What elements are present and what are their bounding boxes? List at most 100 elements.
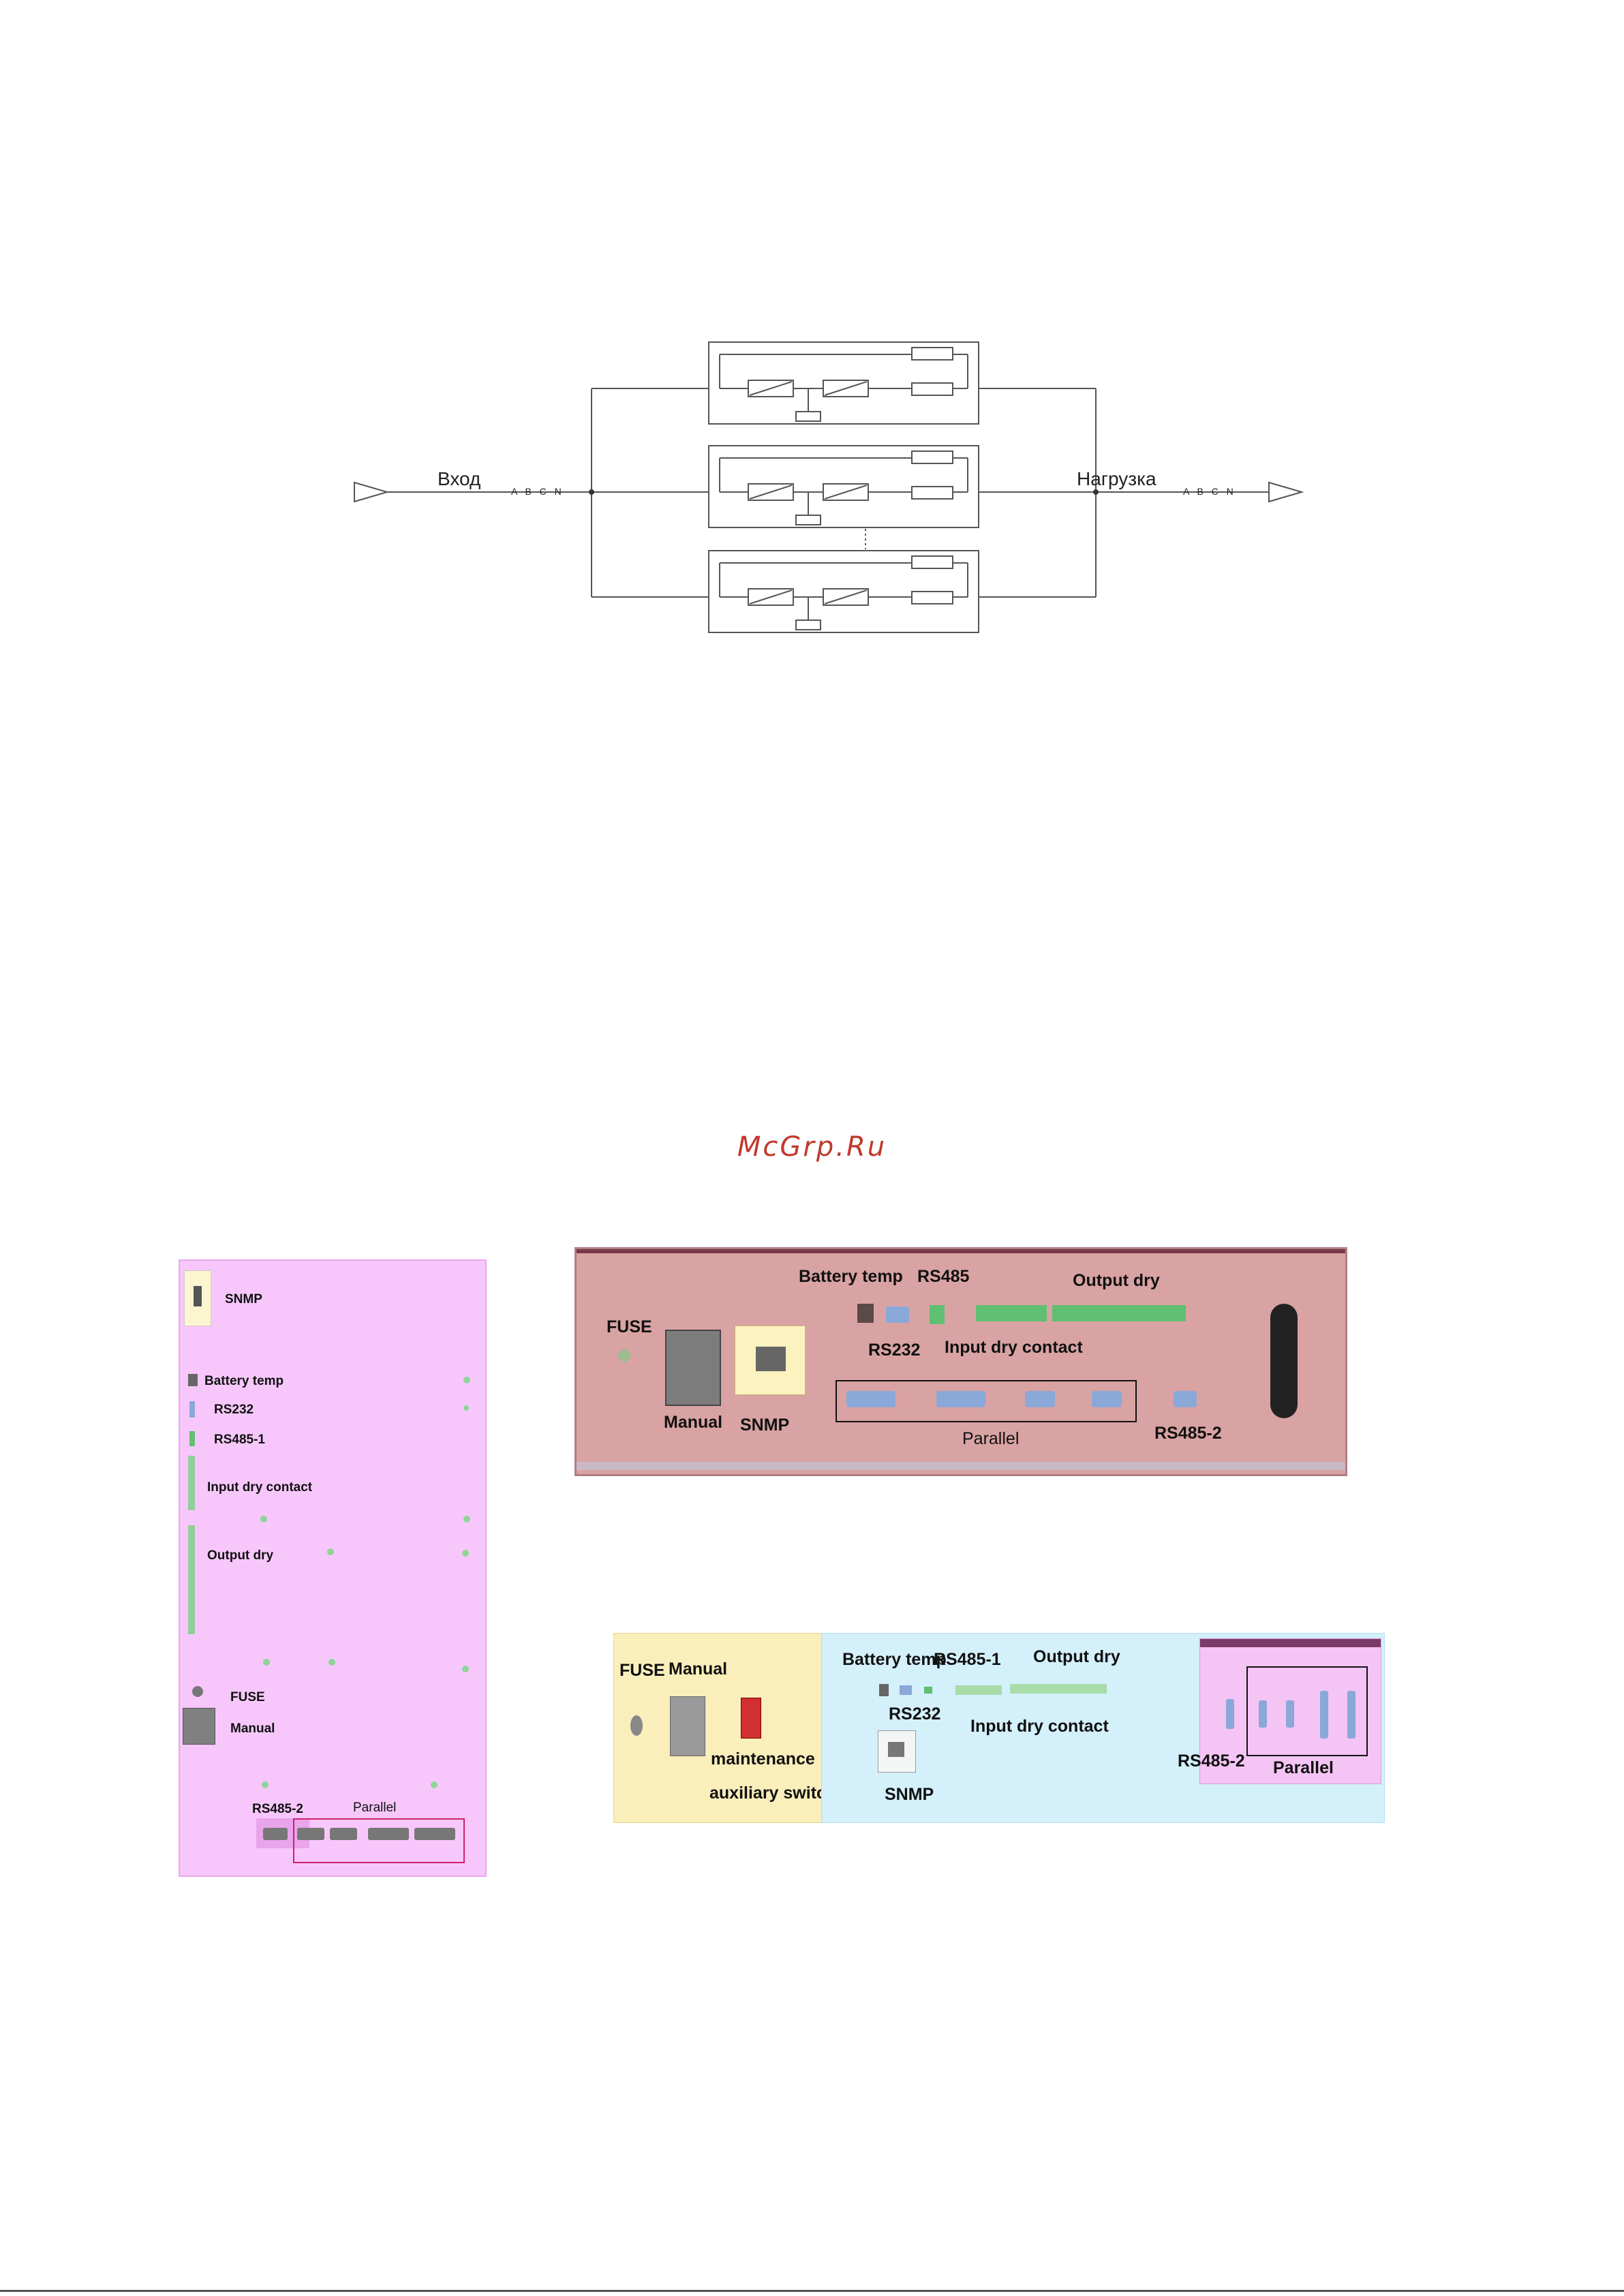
left-label-rs232: RS232 [214,1403,254,1417]
parallel-system-diagram: Вход A B C N Нагрузка A B C N [354,341,1304,633]
fuse-holder [192,1686,203,1697]
bottom-label-parallel: Parallel [1273,1758,1334,1777]
rs485-1-port [924,1687,932,1694]
tr-label-manual: Manual [664,1413,723,1432]
output-dry-terminal [188,1525,195,1634]
diagram-input-label: Вход [438,468,480,489]
panel-dot [327,1548,334,1555]
battery-temp-port [857,1304,874,1323]
left-label-rs485-1: RS485-1 [214,1433,265,1447]
bottom-trim [577,1462,1345,1470]
parallel-ports-box [836,1380,1137,1422]
rs485-1-port [189,1431,195,1446]
panel-dot [463,1516,470,1522]
input-arrow-icon [354,481,390,503]
rs232-port [900,1685,912,1695]
panel-dot [260,1516,267,1522]
parallel-port-1 [846,1391,895,1407]
left-label-fuse: FUSE [230,1690,265,1704]
bottom-panel-left-section: FUSE Manual maintenance auxiliary switch [613,1633,836,1823]
left-label-input-dry-contact: Input dry contact [207,1480,313,1495]
diagram-input-phases: A B C N [511,486,564,497]
fuse-holder [630,1715,643,1736]
watermark: McGrp.Ru [737,1131,887,1163]
maintenance-switch [741,1698,761,1739]
left-label-output-dry: Output dry [207,1548,274,1563]
panel-dot [263,1659,270,1666]
bottom-label-input-dry-contact: Input dry contact [970,1717,1109,1736]
page-bottom-rule [0,2290,1624,2292]
tr-label-output-dry: Output dry [1073,1271,1160,1290]
panel-dot [328,1659,335,1666]
panel-dot [262,1781,269,1788]
parallel-port-1 [1259,1700,1267,1728]
rear-panel-horizontal-2: FUSE Manual maintenance auxiliary switch… [613,1633,1385,1823]
tr-label-input-dry-contact: Input dry contact [945,1338,1083,1357]
left-label-rs485-2: RS485-2 [252,1802,303,1816]
input-dry-contact-terminal [188,1456,195,1510]
tr-label-rs485: RS485 [917,1267,970,1286]
parallel-port-4 [414,1828,455,1840]
fuse-holder [616,1347,632,1364]
rs485-2-port [263,1828,288,1840]
parallel-port-4 [1347,1691,1355,1739]
parallel-port-3 [1025,1391,1055,1407]
top-trim [577,1249,1345,1253]
output-dry-terminal [1010,1684,1107,1694]
battery-temp-port [879,1684,889,1696]
top-trim [1200,1639,1381,1647]
battery-temp-port [188,1374,198,1386]
manual-switch [670,1696,705,1756]
bottom-label-output-dry: Output dry [1033,1647,1120,1666]
parallel-port-4 [1092,1391,1122,1407]
output-dry-terminal [1052,1305,1186,1321]
rear-panel-vertical: SNMP Battery temp RS232 RS485-1 Input dr… [179,1259,487,1877]
tr-label-parallel: Parallel [962,1429,1020,1448]
snmp-card-slot [735,1326,806,1395]
snmp-card-slot [184,1270,211,1326]
parallel-port-2 [330,1828,357,1840]
tr-label-snmp: SNMP [740,1415,790,1435]
bottom-label-rs485-2: RS485-2 [1178,1751,1245,1771]
manual-switch [183,1708,215,1745]
bottom-label-snmp: SNMP [885,1785,934,1804]
rs232-port [886,1306,909,1323]
left-label-snmp: SNMP [225,1292,262,1306]
bottom-label-battery-temp: Battery temp [842,1650,947,1669]
left-label-parallel: Parallel [353,1801,397,1815]
diagram-output-label: Нагрузка [1077,468,1156,489]
snmp-card-slot [878,1730,916,1773]
panel-dot [463,1377,470,1383]
parallel-port-3 [1320,1691,1328,1739]
panel-dot [462,1550,469,1557]
parallel-port-2 [1286,1700,1294,1728]
left-label-manual: Manual [230,1721,275,1736]
rs485-2-port [1226,1699,1234,1729]
panel-dot [462,1666,469,1672]
rs232-port [189,1401,195,1418]
tr-label-rs485-2: RS485-2 [1154,1424,1222,1443]
tr-label-battery-temp: Battery temp [799,1267,903,1286]
parallel-ports-box [293,1818,465,1863]
bottom-label-fuse: FUSE [619,1661,665,1680]
output-arrow-icon [1268,481,1304,503]
rs485-port [930,1305,945,1324]
handle [1270,1304,1298,1418]
tr-label-fuse: FUSE [607,1317,652,1336]
diagram-output-phases: A B C N [1183,486,1236,497]
bottom-label-rs485-1: RS485-1 [934,1650,1001,1669]
panel-dot [463,1405,469,1411]
input-dry-contact-terminal [955,1685,1002,1695]
panel-dot [431,1781,438,1788]
parallel-port-2 [936,1391,985,1407]
parallel-port-1 [297,1828,324,1840]
left-label-battery-temp: Battery temp [204,1374,284,1388]
parallel-port-3 [368,1828,409,1840]
manual-switch [665,1330,721,1406]
tr-label-rs232: RS232 [868,1341,921,1360]
input-dry-contact-terminal [976,1305,1047,1321]
bottom-panel-parallel-section [1199,1638,1381,1784]
rs485-2-port [1174,1391,1197,1407]
rear-panel-horizontal-1: FUSE Manual SNMP Battery temp RS485 Outp… [574,1247,1347,1476]
bottom-label-manual: Manual [669,1659,728,1679]
